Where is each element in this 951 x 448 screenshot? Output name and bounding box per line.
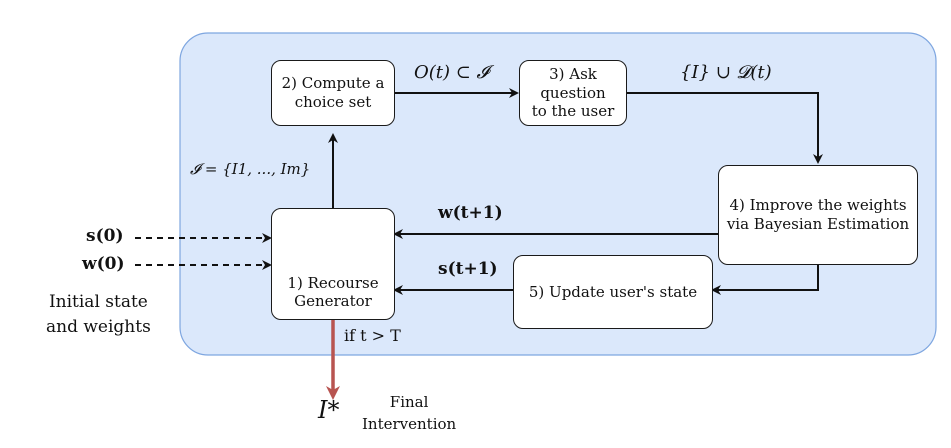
- edge-improve-to-update: [711, 265, 819, 295]
- step-improve-weights-line2: via Bayesian Estimation: [726, 215, 910, 233]
- inputs-caption-line1: Initial state: [48, 292, 148, 312]
- step-ask-question-line2: to the user: [531, 102, 615, 121]
- input-weights0: w(0): [82, 254, 125, 274]
- output-symbol: I*: [318, 396, 340, 424]
- edges: [135, 88, 823, 295]
- label-interventions: 𝓘 = {I1, ..., Im}: [190, 160, 311, 178]
- output-caption: Final Intervention: [362, 392, 456, 436]
- label-answer-set: {I} ∪ 𝓓(t): [680, 62, 772, 83]
- input-state0: s(0): [86, 226, 124, 246]
- step-update-state-label: 5) Update user's state: [528, 282, 698, 301]
- step-compute-choice-set[interactable]: 2) Compute a choice set: [271, 60, 395, 126]
- label-state-next: s(t+1): [438, 259, 498, 279]
- step-recourse-generator-line1: 1) Recourse: [287, 273, 379, 292]
- output-caption-line1: Final: [389, 393, 429, 411]
- step-ask-question-line1: 3) Ask question: [540, 64, 606, 102]
- edge-question-to-improve: [627, 92, 823, 164]
- step-recourse-generator-line2: Generator: [294, 292, 372, 311]
- step-update-state[interactable]: 5) Update user's state: [513, 255, 713, 329]
- step-compute-choice-set-line2: choice set: [294, 93, 372, 111]
- inputs-caption: Initial state and weights: [46, 290, 151, 339]
- step-ask-question[interactable]: 3) Ask question to the user: [519, 60, 627, 126]
- label-weights-next: w(t+1): [438, 203, 503, 223]
- step-improve-weights-line1: 4) Improve the weights: [729, 196, 907, 215]
- step-improve-weights[interactable]: 4) Improve the weights via Bayesian Esti…: [718, 165, 918, 265]
- label-stop-condition: if t > T: [344, 326, 401, 345]
- step-compute-choice-set-line1: 2) Compute a: [281, 74, 385, 93]
- label-choice-subset: O(t) ⊂ 𝓘: [414, 62, 489, 83]
- output-caption-line2: Intervention: [362, 414, 457, 433]
- inputs-caption-line2: and weights: [46, 316, 151, 337]
- step-recourse-generator[interactable]: 1) Recourse Generator: [271, 208, 395, 320]
